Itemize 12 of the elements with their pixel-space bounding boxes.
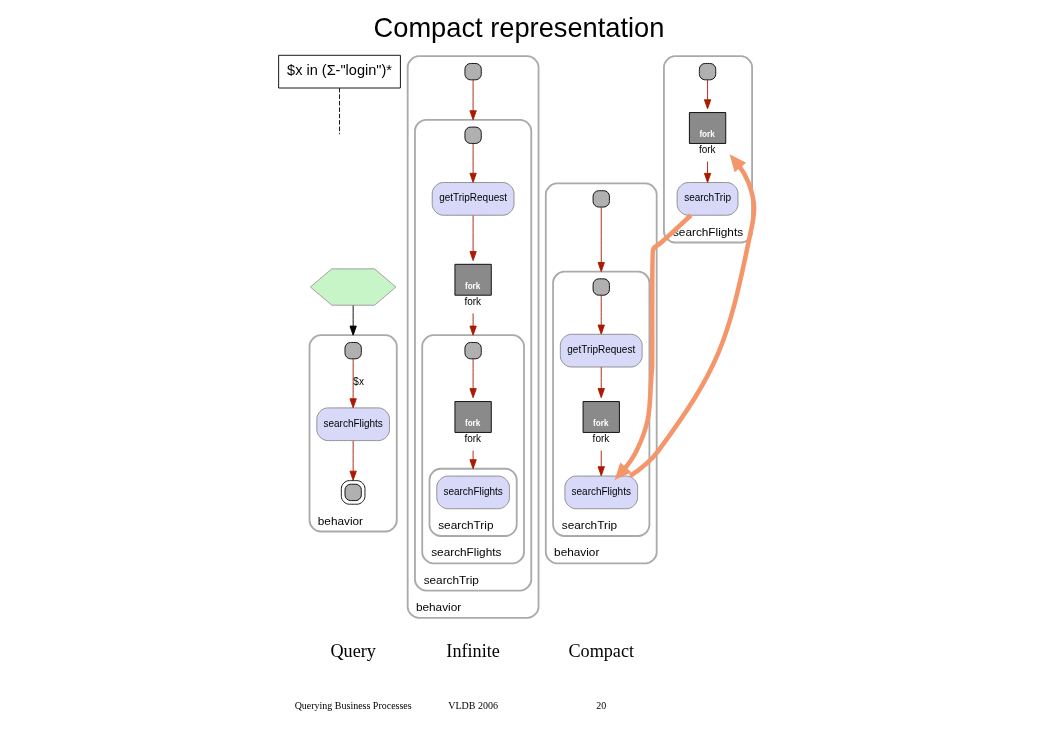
node-label: fork bbox=[464, 296, 482, 308]
node-label: fork bbox=[592, 433, 610, 445]
node-label: fork bbox=[698, 144, 716, 156]
diagram-title: Compact representation bbox=[373, 12, 665, 44]
label: Compact bbox=[568, 640, 635, 661]
edge-label: $x bbox=[353, 375, 364, 387]
label: Infinite bbox=[446, 640, 500, 661]
label: VLDB 2006 bbox=[448, 699, 498, 711]
label: 20 bbox=[596, 699, 607, 711]
node-label: fork bbox=[464, 433, 482, 445]
label: Query bbox=[330, 640, 376, 661]
label: Querying Business Processes bbox=[294, 699, 412, 711]
